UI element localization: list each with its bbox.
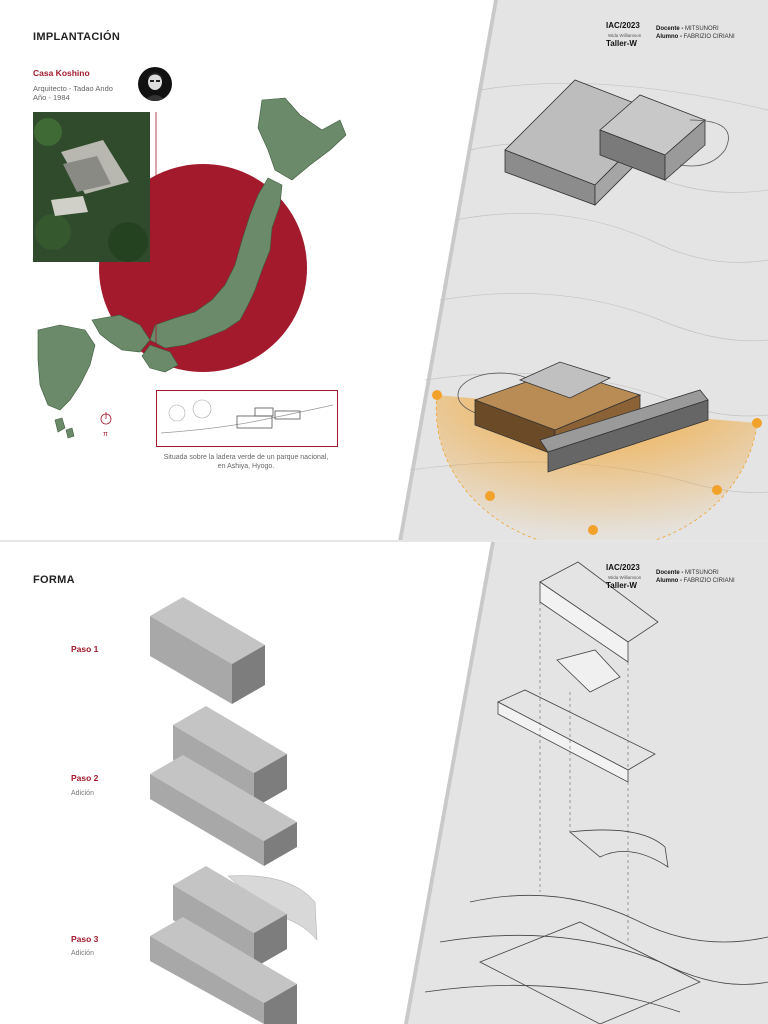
header-teacher: Docente - MITSUNORI xyxy=(656,26,719,32)
header-student: Alumno - FABRIZIO CIRIANI xyxy=(656,34,735,40)
forma-title: FORMA xyxy=(33,574,75,586)
header-taller-2: Taller-W xyxy=(606,581,637,590)
step-1-label: Paso 1 xyxy=(71,644,99,654)
step-3-label: Paso 3 xyxy=(71,934,99,944)
header-brand: Wida Williamson xyxy=(608,33,642,38)
header-iac-2: IAC/2023 xyxy=(606,563,640,572)
step-1-volume xyxy=(150,597,265,704)
house-name: Casa Koshino xyxy=(33,68,90,78)
implantacion-panel: IMPLANTACIÓN Casa Koshino Arquitecto - T… xyxy=(33,0,768,542)
step-2-volumes xyxy=(150,706,297,866)
section-drawing xyxy=(156,390,338,447)
step-2-label: Paso 2 xyxy=(71,773,99,783)
step-2-sub: Adición xyxy=(71,790,94,797)
site-caption: Situada sobre la ladera verde de un parq… xyxy=(163,454,329,470)
axonometric-area xyxy=(398,0,768,542)
year-label: Año - 1984 xyxy=(33,93,70,102)
header-iac: IAC/2023 xyxy=(606,21,640,30)
japan-map-graphic: π xyxy=(37,97,347,439)
step-3-sub: Adición xyxy=(71,950,94,957)
step-3-volumes xyxy=(150,866,318,1024)
forma-panel: FORMA Paso 1 Paso 2 Adición Paso 3 Adici… xyxy=(0,542,768,1024)
aerial-photo xyxy=(33,112,150,262)
header-teacher-2: Docente - MITSUNORI xyxy=(656,570,719,576)
header-student-2: Alumno - FABRIZIO CIRIANI xyxy=(656,578,735,584)
architect-portrait xyxy=(138,67,172,101)
svg-text:π: π xyxy=(103,431,108,438)
header-taller: Taller-W xyxy=(606,39,637,48)
forma-graphics xyxy=(150,542,768,1024)
implantacion-title: IMPLANTACIÓN xyxy=(33,31,121,43)
architect-label: Arquitecto - Tadao Ando xyxy=(33,84,113,93)
header-brand-2: Wida Williamson xyxy=(608,575,642,580)
